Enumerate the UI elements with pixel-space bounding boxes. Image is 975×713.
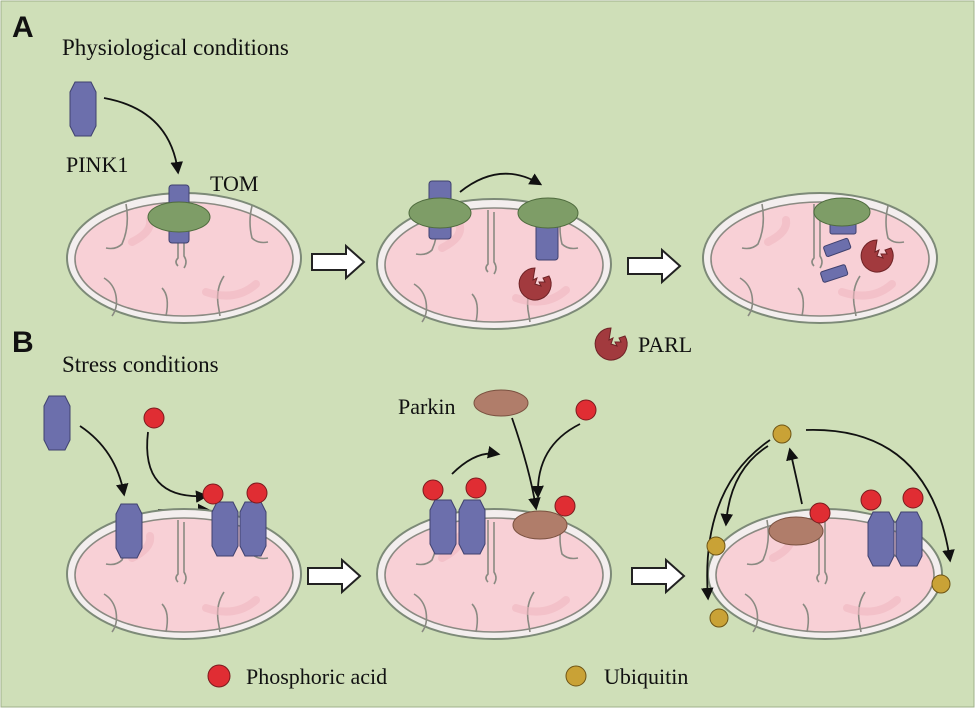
- parkin-protein-icon: [473, 389, 529, 417]
- panel-b-title: Stress conditions: [62, 352, 219, 377]
- ubiquitin-legend-icon: [565, 665, 587, 687]
- parkin-protein-icon: [512, 510, 568, 540]
- phosphate-icon: [465, 477, 487, 499]
- ubiquitin-activation-arrow: [786, 447, 803, 505]
- pink1-protein-icon: [211, 501, 239, 557]
- tom-label: TOM: [210, 171, 259, 196]
- phosphate-icon: [202, 483, 224, 505]
- phosphate-icon: [422, 479, 444, 501]
- process-arrow-icon: [631, 557, 686, 595]
- tom-complex-icon: [147, 201, 211, 233]
- process-arrow-icon: [307, 557, 362, 595]
- phosphate-legend-icon: [207, 664, 231, 688]
- parkin-protein-icon: [768, 516, 824, 546]
- tom-complex-icon: [813, 197, 871, 227]
- parl-label: PARL: [638, 332, 692, 357]
- import-arrow: [79, 425, 129, 497]
- phosphate-icon: [902, 487, 924, 509]
- transfer-arrow: [459, 172, 543, 193]
- pink1-protein-icon: [239, 501, 267, 557]
- pink1-label: PINK1: [66, 152, 128, 177]
- phosphate-icon: [809, 502, 831, 524]
- pink1-fragment: [820, 264, 849, 283]
- panel-b-letter: B: [12, 326, 34, 359]
- tom-complex-icon: [408, 197, 472, 229]
- activation-arrow: [451, 446, 501, 475]
- phosphate-icon: [575, 399, 597, 421]
- pink1-protein-icon: [69, 81, 97, 137]
- process-arrow-icon: [311, 243, 366, 281]
- import-arrow: [103, 97, 183, 175]
- ubiquitination-arrow: [805, 429, 955, 563]
- panel-a-letter: A: [12, 11, 34, 44]
- phosphorylation-arrow: [531, 423, 581, 499]
- pink1-fragment: [823, 237, 852, 258]
- recruitment-arrow: [511, 417, 541, 511]
- pink1-protein-icon: [895, 511, 923, 567]
- pink1-protein-icon: [867, 511, 895, 567]
- phosphate-icon: [143, 407, 165, 429]
- tom-complex-icon: [517, 197, 579, 229]
- process-arrow-icon: [627, 247, 682, 285]
- panel-a-title: Physiological conditions: [62, 35, 289, 60]
- legend-phosphoric-acid: Phosphoric acid: [246, 664, 387, 689]
- ubiquitin-icon: [931, 574, 951, 594]
- pink1-protein-icon: [43, 395, 71, 451]
- mitochondrion-b2: [377, 509, 611, 639]
- phosphate-icon: [246, 482, 268, 504]
- ubiquitin-icon: [772, 424, 792, 444]
- ubiquitin-icon: [706, 536, 726, 556]
- pink1-protein-icon: [115, 503, 143, 559]
- legend-ubiquitin: Ubiquitin: [604, 664, 688, 689]
- ubiquitination-arrow: [720, 445, 769, 527]
- parkin-label: Parkin: [398, 394, 455, 419]
- ubiquitin-icon: [709, 608, 729, 628]
- phosphorylation-arrow: [146, 431, 209, 503]
- pink1-protein-icon: [458, 499, 486, 555]
- phosphate-icon: [860, 489, 882, 511]
- phosphate-icon: [554, 495, 576, 517]
- pink1-protein-icon: [429, 499, 457, 555]
- ubiquitination-arrow: [700, 439, 771, 601]
